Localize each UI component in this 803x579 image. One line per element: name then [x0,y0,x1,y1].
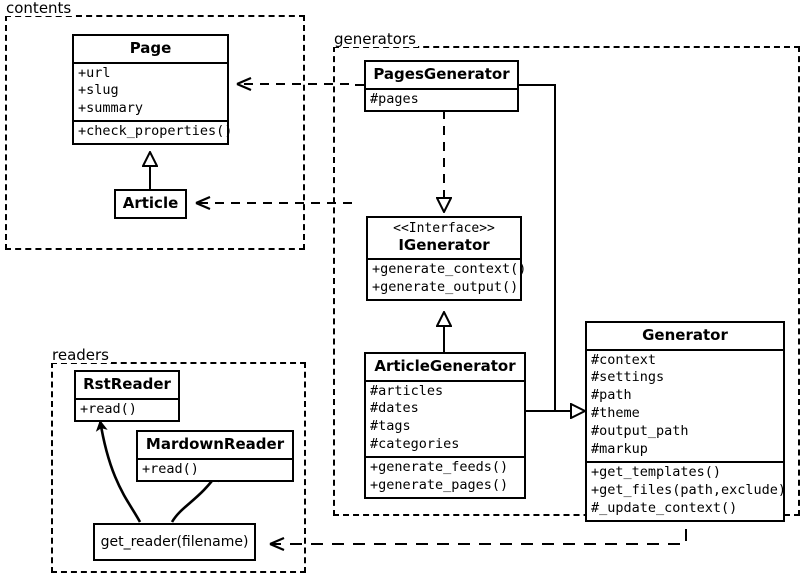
attribute: +slug [78,82,119,99]
method: +generate_feeds() [370,459,509,476]
attribute: #markup [591,441,648,458]
package-readers [51,362,306,573]
attribute: #theme [591,405,640,422]
method: #_update_context() [591,500,738,517]
package-contents-label: contents [4,0,74,17]
class-igenerator-stereotype: <<Interface>> [393,221,495,236]
method: +generate_context() [372,261,527,278]
class-article[interactable]: Article [114,189,187,219]
method: +generate_output() [372,279,519,296]
class-igenerator-name: <<Interface>> IGenerator [368,218,520,258]
class-igenerator[interactable]: <<Interface>> IGenerator +generate_conte… [366,216,527,302]
attribute: #dates [370,400,419,417]
method: +get_files(path,exclude) [591,482,787,499]
attribute: #articles [370,382,444,399]
class-pagesgenerator-name: PagesGenerator [373,65,510,83]
class-page[interactable]: Page +url +slug +summary +check_properti… [72,34,233,146]
class-articlegenerator-methods: +generate_feeds() +generate_pages() [366,456,524,497]
class-generator-name: Generator [642,326,728,344]
class-pagesgenerator[interactable]: PagesGenerator #pages [364,60,519,113]
class-articlegenerator-name: ArticleGenerator [374,357,516,375]
method: +get_templates() [591,464,722,481]
class-articlegenerator-attributes: #articles #dates #tags #categories [366,379,524,457]
package-generators-label: generators [332,30,418,48]
class-articlegenerator[interactable]: ArticleGenerator #articles #dates #tags … [364,352,526,500]
attribute: #pages [370,90,419,107]
function-get-reader-label: get_reader(filename) [100,534,249,550]
class-rstreader-methods: +read() [76,397,178,421]
class-igenerator-title: IGenerator [398,235,490,254]
method: +read() [80,400,137,417]
edge-getreader-to-rstreader [95,419,142,523]
edge-pagesgenerator-to-page-dependency [237,84,364,85]
class-page-name: Page [129,39,172,57]
class-mardownreader-name: MardownReader [145,435,285,453]
class-pagesgenerator-attributes: #pages [366,87,517,111]
class-article-name: Article [122,194,179,212]
attribute: #output_path [591,423,689,440]
class-page-attributes: +url +slug +summary [74,61,227,121]
class-generator-attributes: #context #settings #path #theme #output_… [587,348,783,462]
class-rstreader-name: RstReader [83,375,171,393]
method: +read() [142,460,199,477]
edge-pagesgenerator-to-generator [519,84,556,411]
class-rstreader[interactable]: RstReader +read() [74,370,180,423]
class-generator[interactable]: Generator #context #settings #path #them… [585,321,787,523]
attribute: #context [591,351,657,368]
method: +generate_pages() [370,477,509,494]
function-get-reader[interactable]: get_reader(filename) [93,523,256,561]
attribute: #categories [370,436,460,453]
attribute: #tags [370,418,411,435]
package-contents [5,15,305,250]
attribute: #path [591,387,632,404]
class-mardownreader[interactable]: MardownReader +read() [136,430,294,483]
package-readers-label: readers [50,346,111,364]
attribute: #settings [591,369,665,386]
class-page-methods: +check_properties() [74,120,233,143]
class-generator-methods: +get_templates() +get_files(path,exclude… [587,461,787,520]
package-generators [333,46,800,516]
attribute: +summary [78,100,144,117]
method: +check_properties() [78,123,233,140]
class-mardownreader-methods: +read() [138,457,292,481]
attribute: +url [78,64,111,81]
class-igenerator-methods: +generate_context() +generate_output() [368,258,527,299]
